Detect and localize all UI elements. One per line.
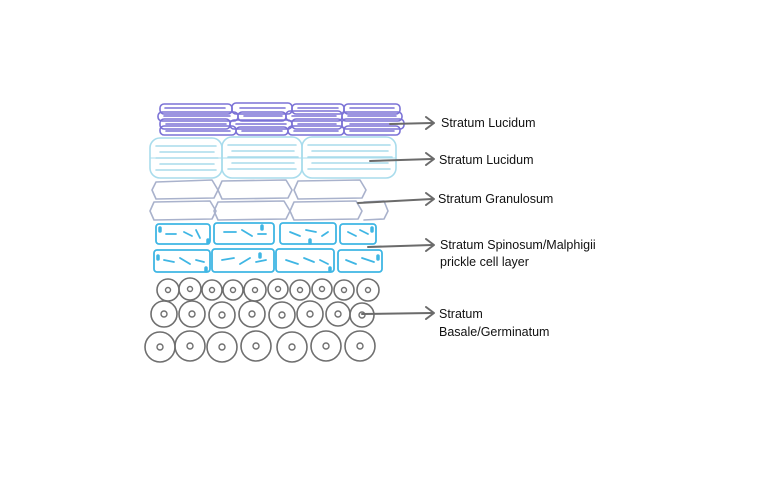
arrow-spinosum xyxy=(367,238,435,252)
layer-basale-drawing xyxy=(144,277,380,363)
layer-granulosum-drawing xyxy=(149,179,389,221)
layer-lucidum-drawing xyxy=(149,136,397,179)
arrow-granulosum xyxy=(357,192,435,206)
label-lucidum: Stratum Lucidum xyxy=(439,153,533,167)
label-granulosum: Stratum Granulosum xyxy=(438,192,553,206)
arrow-basale xyxy=(361,306,435,320)
layer-spinosum-drawing xyxy=(153,222,383,273)
label-corneum: Stratum Lucidum xyxy=(441,116,535,130)
label-spinosum-line2: prickle cell layer xyxy=(440,255,529,269)
label-basale-line2: Basale/Germinatum xyxy=(439,325,549,339)
label-basale-line1: Stratum xyxy=(439,307,483,321)
labels: Stratum Lucidum Stratum Lucidum Stratum … xyxy=(438,116,596,339)
layer-corneum-drawing xyxy=(157,102,405,136)
arrow-corneum xyxy=(389,116,435,130)
label-spinosum-line1: Stratum Spinosum/Malphigii xyxy=(440,238,596,252)
arrows xyxy=(357,116,435,320)
arrow-lucidum xyxy=(369,152,435,166)
